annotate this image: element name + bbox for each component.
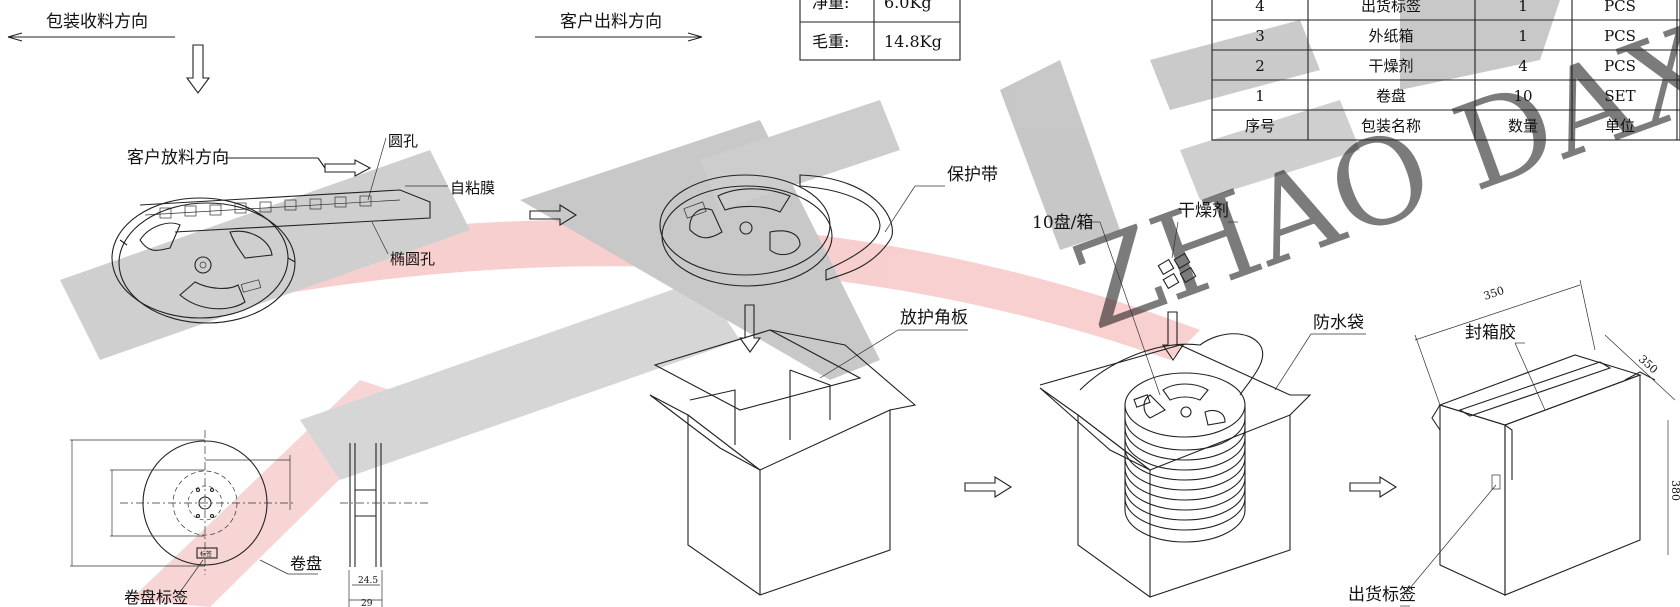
bom-row-2-unit: PCS (1604, 57, 1636, 75)
process-arrow-3-icon (1349, 476, 1398, 498)
label-output-direction: 客户出料方向 (560, 12, 662, 32)
bom-row-1-name: 卷盘 (1376, 87, 1406, 105)
label-desiccant: 干燥剂 (1178, 201, 1229, 221)
bom-row-4-no: 4 (1255, 0, 1265, 15)
bom-header-unit: 单位 (1605, 117, 1635, 135)
label-reel-label: 卷盘标签 (124, 588, 188, 607)
watermark (60, 0, 1560, 607)
down-arrow-3-icon (1161, 311, 1185, 361)
dim-reel-overall: 29 (361, 599, 373, 607)
gross-weight-label: 毛重: (812, 32, 849, 51)
output-direction-arrowhead (687, 32, 703, 42)
label-feed-direction: 客户放料方向 (127, 148, 229, 168)
net-weight-value: 6.0Kg (884, 0, 932, 12)
bom-table: 4 出货标签 1 PCS 3 外纸箱 1 PCS 2 干燥剂 4 PCS 1 卷… (1211, 0, 1680, 141)
reel-front-view: 标签 卷盘 卷盘标签 (70, 430, 322, 607)
box-dimension-height: 380 (1667, 420, 1680, 555)
label-reel: 卷盘 (290, 554, 322, 573)
label-corner-board: 放护角板 (900, 308, 968, 328)
reel-with-protective-tape: 保护带 (659, 165, 998, 287)
reel-stack (1124, 372, 1246, 543)
reel-with-tape: 客户放料方向 圆孔 自粘膜 椭圆孔 (111, 132, 495, 324)
label-adhesive-film: 自粘膜 (450, 179, 495, 197)
bom-row-4-unit: PCS (1604, 0, 1636, 15)
dim-reel-width: 24.5 (358, 576, 378, 586)
sealed-box: 封箱胶 出货标签 350 350 380 (1348, 279, 1680, 607)
dim-box-width: 350 (1482, 284, 1506, 303)
gross-weight-value: 14.8Kg (884, 32, 942, 51)
bom-row-4-name: 出货标签 (1361, 0, 1421, 15)
label-shipping-label: 出货标签 (1348, 585, 1416, 605)
label-packing-direction: 包装收料方向 (46, 12, 148, 32)
dim-box-height: 380 (1669, 480, 1680, 501)
feed-arrow-icon (324, 159, 372, 177)
net-weight-label: 净重: (812, 0, 849, 12)
tape-pockets (159, 195, 372, 219)
bom-row-3-unit: PCS (1604, 27, 1636, 45)
bom-row-4-qty: 1 (1518, 0, 1528, 15)
label-oval-hole: 椭圆孔 (390, 250, 435, 268)
open-box-corner-boards: 放护角板 (649, 308, 968, 596)
watermark-text: ZHAO DAXIN (1057, 0, 1680, 356)
process-arrow-1-icon (529, 204, 578, 226)
desiccant-packs (1157, 252, 1197, 290)
bom-row-3-name: 外纸箱 (1368, 27, 1413, 45)
process-arrow-2-icon (964, 476, 1013, 498)
bom-row-2-no: 2 (1255, 57, 1265, 75)
bom-row-1-no: 1 (1255, 87, 1265, 105)
bom-row-2-name: 干燥剂 (1368, 57, 1413, 75)
bom-row-3-qty: 1 (1518, 27, 1528, 45)
box-dimension-width: 350 (1414, 279, 1596, 406)
bom-row-1-unit: SET (1604, 87, 1635, 105)
label-waterproof-bag: 防水袋 (1313, 313, 1364, 333)
bom-row-1-qty: 10 (1513, 87, 1532, 105)
label-reels-per-box: 10盘/箱 (1032, 213, 1093, 233)
bom-header-name: 包装名称 (1361, 117, 1421, 135)
bom-header-no: 序号 (1245, 117, 1275, 135)
box-with-reels: 10盘/箱 干燥剂 防水袋 (1032, 201, 1366, 598)
label-round-hole: 圆孔 (388, 132, 418, 150)
bom-row-3-no: 3 (1255, 27, 1265, 45)
weight-table: 净重: 6.0Kg 毛重: 14.8Kg (799, 0, 961, 61)
reel-label-tag-text: 标签 (200, 550, 212, 558)
bom-row-2-qty: 4 (1518, 57, 1528, 75)
label-sealing-tape: 封箱胶 (1465, 323, 1516, 343)
down-arrow-icon (185, 44, 211, 94)
bom-header-qty: 数量 (1508, 117, 1538, 135)
reel-side-view: 24.5 29 (340, 443, 430, 607)
label-protective-tape: 保护带 (947, 165, 998, 185)
packing-direction-arrowhead (7, 32, 23, 42)
